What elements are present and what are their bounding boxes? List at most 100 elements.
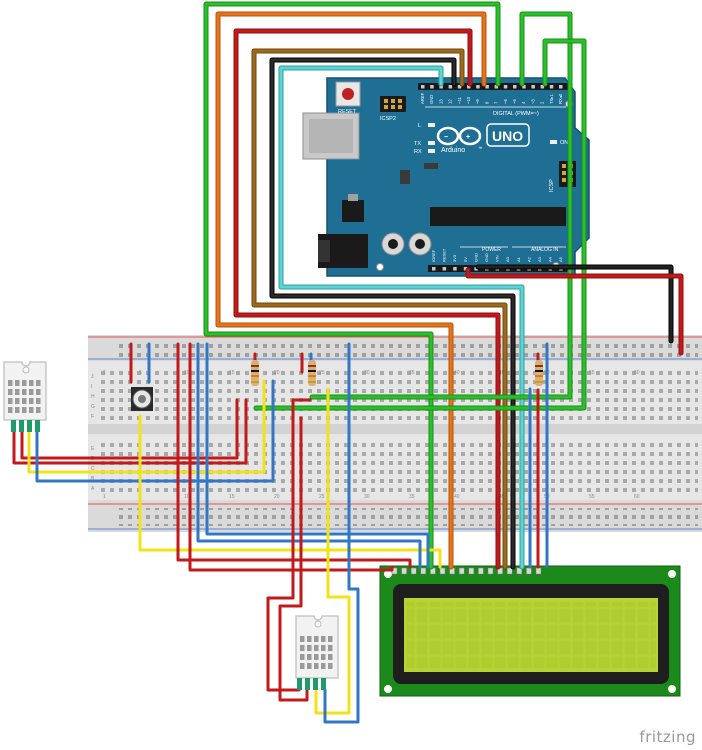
- row-label: I: [91, 384, 92, 390]
- digital-pin-label: RX◂0: [558, 93, 563, 104]
- digital-pin-label: AREF: [420, 92, 425, 104]
- wire-red-dht2-vcc: [266, 398, 312, 692]
- row-label: C: [91, 466, 95, 472]
- column-label: 25: [319, 370, 325, 376]
- wire-blue-rail: [196, 342, 422, 569]
- column-label: 40: [454, 494, 460, 500]
- wire-red-dht1-data: [20, 398, 239, 460]
- row-label: G: [91, 404, 95, 410]
- column-label: 60: [634, 494, 640, 500]
- digital-pin-label: ~6: [503, 99, 508, 104]
- wire-blue-dht1-gnd: [35, 379, 275, 483]
- wire-yellow-pot: [138, 414, 442, 569]
- digital-pin-label: 7: [494, 101, 499, 104]
- icsp2-header: [380, 96, 406, 112]
- column-label: 1: [103, 494, 106, 500]
- power-pin-label: 3V3: [452, 254, 457, 262]
- power-pin-label: A5: [558, 256, 563, 262]
- wire-yellow-dht1: [27, 379, 266, 474]
- column-label: 10: [184, 370, 190, 376]
- row-label: B: [91, 476, 95, 482]
- digital-pin-label: GND: [429, 95, 434, 104]
- breadboard: 1155101015152020252530303535404045455050…: [88, 335, 702, 532]
- power-pin-label: RESET: [442, 248, 447, 262]
- power-pin-label: A3: [537, 256, 542, 262]
- power-pin-label: A0: [505, 256, 510, 262]
- power-pin-label: A2: [526, 256, 531, 262]
- column-label: 1: [103, 370, 106, 376]
- resistor-3: [535, 360, 543, 386]
- column-label: 55: [589, 494, 595, 500]
- svg-text:+: +: [466, 134, 470, 141]
- icsp2-label: ICSP2: [380, 116, 396, 122]
- column-label: 45: [499, 494, 505, 500]
- power-pin-label: VIN: [495, 255, 500, 262]
- column-label: 15: [229, 494, 235, 500]
- power-pin-label: GND: [484, 253, 489, 262]
- digital-pin-label: 13: [438, 99, 443, 104]
- column-label: 15: [229, 370, 235, 376]
- fritzing-watermark: fritzing: [639, 728, 696, 746]
- column-label: 45: [499, 370, 505, 376]
- power-pin-label: A1: [516, 256, 521, 262]
- digital-pin-label: 12: [448, 99, 453, 104]
- digital-pin-label: 8: [484, 101, 489, 104]
- svg-text:ON: ON: [560, 140, 568, 146]
- potentiometer: [131, 387, 153, 411]
- power-pin-label: IOREF: [431, 249, 436, 262]
- digital-pin-label: ~11: [457, 97, 462, 104]
- row-label: F: [91, 414, 94, 420]
- digital-pin-label: 2: [540, 101, 545, 104]
- row-label: H: [91, 394, 95, 400]
- reset-label: RESET: [338, 109, 357, 115]
- arduino-brand-text: Arduino: [441, 147, 465, 154]
- row-label: J: [91, 374, 94, 380]
- digital-header: [418, 83, 568, 90]
- column-label: 60: [634, 370, 640, 376]
- digital-pin-label: TX▸1: [549, 94, 554, 104]
- column-label: 35: [409, 370, 415, 376]
- uno-logo-text: UNO: [492, 128, 523, 144]
- led-l-icon: [428, 123, 435, 127]
- svg-text:ANALOG IN: ANALOG IN: [531, 247, 559, 253]
- power-pin-label: A4: [548, 256, 553, 262]
- digital-pin-label: ~5: [512, 99, 517, 104]
- column-label: 55: [589, 370, 595, 376]
- resistor-2: [308, 360, 316, 386]
- column-label: 35: [409, 494, 415, 500]
- wire-yellow-dht2: [314, 387, 351, 715]
- svg-text:POWER: POWER: [482, 247, 501, 253]
- column-label: 5: [139, 370, 142, 376]
- led-on-icon: [550, 140, 557, 144]
- column-label: 20: [274, 494, 280, 500]
- lcd-16x2: [379, 565, 681, 697]
- column-label: 40: [454, 370, 460, 376]
- digital-label: DIGITAL (PWM=~): [493, 111, 539, 117]
- column-label: 10: [184, 494, 190, 500]
- led-tx-icon: [428, 141, 435, 145]
- column-label: 30: [364, 494, 370, 500]
- digital-pin-label: 4: [521, 101, 526, 104]
- svg-text:TX: TX: [414, 141, 421, 147]
- wires: [12, 1, 684, 724]
- svg-text:−: −: [444, 134, 448, 141]
- column-label: 25: [319, 494, 325, 500]
- svg-text:ICSP: ICSP: [549, 179, 555, 192]
- reset-button-icon: [342, 88, 354, 100]
- digital-pin-label: ~3: [530, 99, 535, 104]
- resistor-1: [251, 360, 259, 386]
- dht-sensor-bottom: [295, 615, 339, 690]
- svg-text:™: ™: [478, 146, 483, 151]
- led-rx-icon: [428, 149, 435, 153]
- wire-blue-dht2-gnd: [323, 342, 360, 724]
- digital-pin-label: ~10: [466, 96, 471, 104]
- svg-text:L: L: [418, 123, 421, 129]
- svg-text:RX: RX: [414, 149, 422, 155]
- center-channel: [88, 424, 702, 434]
- column-label: 30: [364, 370, 370, 376]
- arduino-logo: − + UNO Arduino ™: [436, 123, 530, 154]
- power-pin-label: 5V: [463, 257, 468, 262]
- atmega-chip: [430, 207, 566, 226]
- voltage-regulator: [342, 200, 364, 222]
